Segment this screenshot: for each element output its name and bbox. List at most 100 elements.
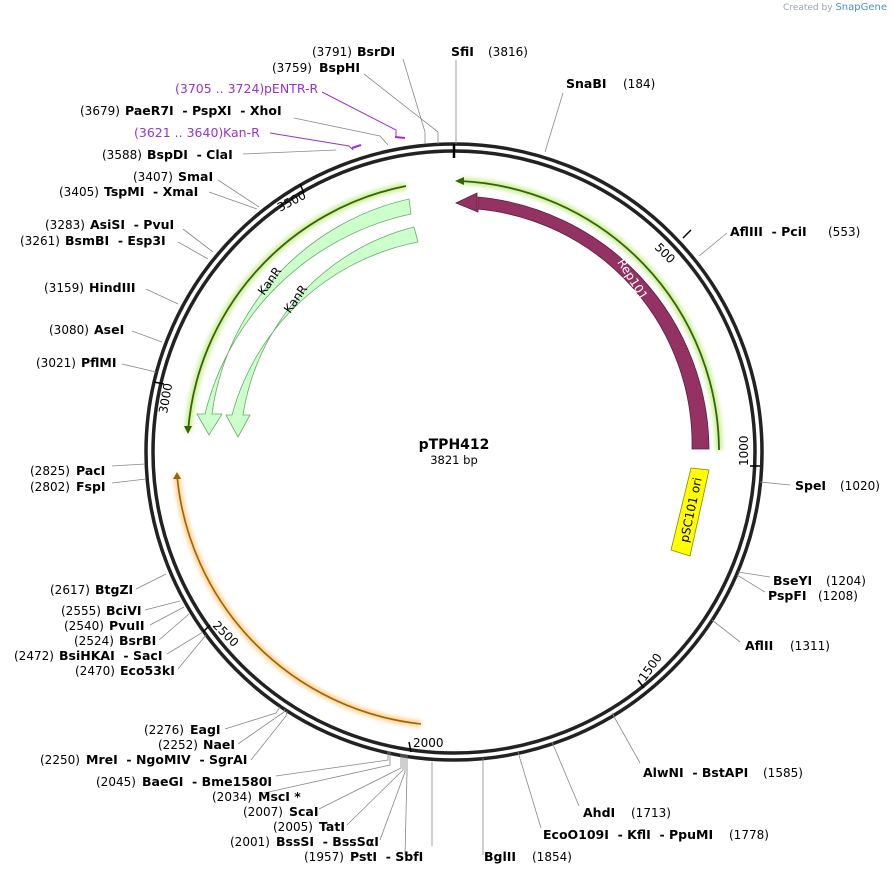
site-name: PflMI bbox=[81, 355, 117, 370]
orf-orange-glow bbox=[174, 474, 422, 727]
site-asisi[interactable]: (3283)AsiSI - PvuI bbox=[45, 217, 174, 232]
site-bsihkai[interactable]: (2472)BsiHKAI - SacI bbox=[14, 648, 162, 663]
leader-tspmi bbox=[208, 191, 258, 210]
site-smai[interactable]: (3407)SmaI bbox=[133, 169, 213, 184]
leader-aflii bbox=[711, 619, 741, 643]
site-name: BsmBI - Esp3I bbox=[65, 233, 166, 248]
site-bseyi[interactable]: BseYI(1204) bbox=[773, 573, 866, 588]
enzyme-labels: (3791)BsrDI SfiI(3816) SnaBI(184) (3759)… bbox=[14, 44, 880, 864]
site-psti[interactable]: (1957)PstI - SbfI bbox=[304, 849, 423, 864]
site-bsrdi[interactable]: (3791)BsrDI bbox=[312, 44, 395, 59]
site-bsrbi[interactable]: (2524)BsrBI bbox=[74, 633, 156, 648]
site-scai[interactable]: (2007)ScaI bbox=[243, 804, 319, 819]
site-spei[interactable]: SpeI(1020) bbox=[795, 478, 880, 493]
site-pos: (2034) bbox=[212, 790, 252, 804]
leader-smai bbox=[217, 179, 260, 208]
site-name: PspFI bbox=[768, 588, 807, 603]
primer-range: (3621 .. 3640) bbox=[134, 125, 223, 140]
primer-kan-r-mark bbox=[351, 144, 362, 149]
leader-ahdi bbox=[517, 751, 542, 829]
tick-500 bbox=[682, 229, 692, 239]
primer-pentr-r-leader bbox=[321, 91, 397, 137]
site-pos: (3405) bbox=[59, 185, 99, 199]
site-name: BsrBI bbox=[119, 633, 156, 648]
site-pflmi[interactable]: (3021)PflMI bbox=[36, 355, 117, 370]
site-pvuii[interactable]: (2540) PvuII bbox=[64, 618, 145, 633]
tick-label-2000: 2000 bbox=[413, 736, 444, 750]
site-pos: (3816) bbox=[488, 45, 528, 59]
leader-pvuii bbox=[149, 606, 185, 626]
snapgene-credit: Created by SnapGene bbox=[783, 2, 887, 13]
primer-kan-r-label[interactable]: (3621 .. 3640)Kan-R bbox=[134, 125, 260, 140]
site-bglii[interactable]: BglII(1854) bbox=[484, 849, 572, 864]
site-bsssi[interactable]: (2001)BssSI - BssSαI bbox=[230, 834, 379, 849]
site-paci[interactable]: (2825)PacI bbox=[30, 463, 105, 478]
site-mrei[interactable]: (2250)MreI - NgoMIV - SgrAI bbox=[40, 752, 247, 767]
site-pos: (3759) bbox=[272, 61, 312, 75]
site-name: HindIII bbox=[89, 280, 136, 295]
tick-label-1000: 1000 bbox=[737, 435, 751, 466]
site-ecoo109i[interactable]: EcoO109I - KflI - PpuMI(1778) bbox=[543, 827, 769, 842]
site-pos: (2540) bbox=[64, 619, 104, 633]
site-pos: (1204) bbox=[826, 574, 866, 588]
site-pos: (2007) bbox=[243, 805, 283, 819]
site-pos: (1311) bbox=[790, 639, 830, 653]
site-snabi[interactable]: SnaBI(184) bbox=[566, 76, 655, 91]
site-bsphi[interactable]: (3759)BspHI bbox=[272, 60, 360, 75]
credit-prefix: Created by bbox=[783, 3, 833, 13]
site-name: BssSI - BssSαI bbox=[276, 834, 379, 849]
primer-pentr-r-label[interactable]: (3705 .. 3724)pENTR-R bbox=[175, 81, 319, 96]
feature-kanr-outer[interactable] bbox=[196, 198, 412, 436]
leader-mrei bbox=[250, 710, 288, 761]
site-btgzi[interactable]: (2617)BtgZI bbox=[50, 582, 133, 597]
leader-snabi bbox=[544, 92, 564, 153]
site-eco53ki[interactable]: (2470)Eco53kI bbox=[75, 663, 175, 678]
leader-pflmi bbox=[121, 363, 157, 373]
site-pos: (2276) bbox=[144, 723, 184, 737]
site-tati[interactable]: (2005)TatI bbox=[273, 819, 345, 834]
site-naei[interactable]: (2252)NaeI bbox=[158, 737, 235, 752]
site-paer7i[interactable]: (3679)PaeR7I - PspXI - XhoI bbox=[80, 103, 282, 118]
primer-pentr-r-mark bbox=[394, 136, 406, 139]
site-name: FspI bbox=[76, 479, 106, 494]
leader-fspi bbox=[111, 478, 147, 484]
site-msci[interactable]: (2034)MscI * bbox=[212, 789, 301, 804]
site-pos: (2617) bbox=[50, 583, 90, 597]
site-name: BsrDI bbox=[357, 44, 395, 59]
site-hindiii[interactable]: (3159)HindIII bbox=[44, 280, 136, 295]
site-name: AsiSI - PvuI bbox=[90, 217, 174, 232]
site-bcivi[interactable]: (2555)BciVI bbox=[61, 603, 142, 618]
site-bspdi[interactable]: (3588)BspDI - ClaI bbox=[102, 147, 233, 162]
leader-alwni bbox=[551, 741, 580, 807]
site-alwni[interactable]: AlwNI - BstAPI (1585) bbox=[643, 765, 803, 780]
site-eagi[interactable]: (2276)EagI bbox=[144, 722, 221, 737]
site-tspmi[interactable]: (3405)TspMI - XmaI bbox=[59, 184, 198, 199]
feature-rep101[interactable] bbox=[455, 192, 710, 450]
site-pspfi[interactable]: PspFI(1208) bbox=[768, 588, 858, 603]
site-name: AhdI bbox=[583, 805, 615, 820]
leader-eagi bbox=[224, 706, 281, 730]
site-fspi[interactable]: (2802)FspI bbox=[30, 479, 106, 494]
site-aflIII[interactable]: AflIII - PciI(553) bbox=[730, 224, 860, 239]
site-baegi[interactable]: (2045)BaeGI - Bme1580I bbox=[96, 774, 272, 789]
leader-bsmbi bbox=[177, 241, 209, 260]
site-pos: (1585) bbox=[763, 766, 803, 780]
site-pos: (2825) bbox=[30, 464, 70, 478]
leader-paer7i bbox=[293, 117, 389, 146]
site-aflii[interactable]: AflII(1311) bbox=[745, 638, 830, 653]
site-name: AflIII - PciI bbox=[730, 224, 807, 239]
site-name: PvuII bbox=[109, 618, 145, 633]
site-sfii[interactable]: SfiI(3816) bbox=[451, 44, 528, 59]
site-pos: (1957) bbox=[304, 850, 344, 864]
site-bsmbi[interactable]: (3261)BsmBI - Esp3I bbox=[20, 233, 166, 248]
site-name: BglII bbox=[484, 849, 516, 864]
leader-eco53ki bbox=[177, 634, 207, 670]
site-name: AlwNI - BstAPI bbox=[643, 765, 748, 780]
feature-kanr-inner[interactable] bbox=[225, 226, 419, 438]
site-asei[interactable]: (3080)AseI bbox=[49, 322, 124, 337]
leader-baegi bbox=[275, 751, 389, 777]
feature-psc101-ori[interactable] bbox=[670, 467, 710, 557]
site-ahdi[interactable]: AhdI(1713) bbox=[583, 805, 671, 820]
snapgene-logo: SnapGene bbox=[835, 2, 887, 13]
